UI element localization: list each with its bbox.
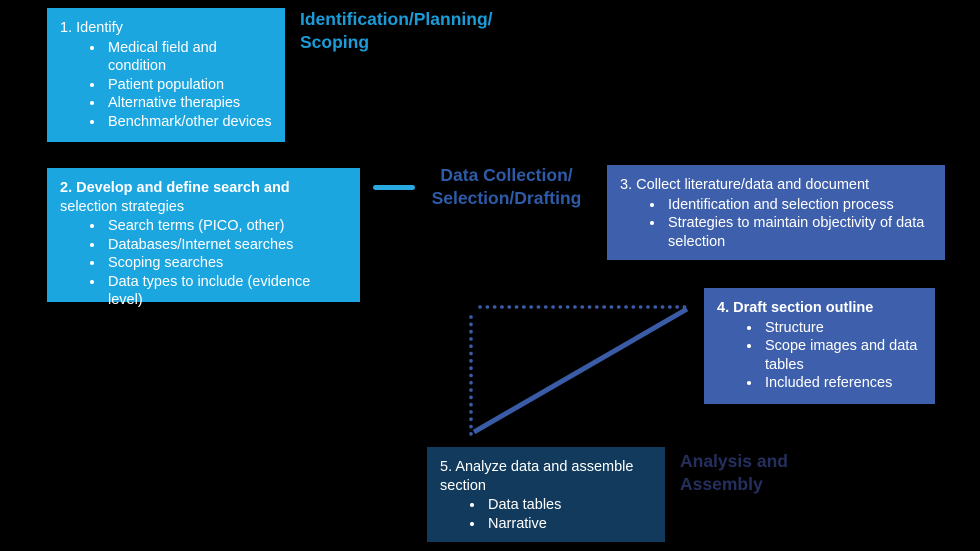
step-title: 3. Collect literature/data and document bbox=[620, 177, 870, 193]
bullet-item: Scoping searches bbox=[105, 254, 347, 273]
step-bullet-list: Identification and selection process Str… bbox=[620, 196, 932, 252]
bullet-item: Data types to include (evidence level) bbox=[105, 273, 347, 310]
bullet-item: Data tables bbox=[485, 496, 652, 515]
bullet-item: Alternative therapies bbox=[105, 94, 272, 113]
step-bullet-list: Structure Scope images and data tables I… bbox=[717, 319, 922, 393]
bullet-item: Scope images and data tables bbox=[762, 337, 922, 374]
step-bullet-list: Search terms (PICO, other) Databases/Int… bbox=[60, 217, 347, 310]
phase-label-analysis-and-assembly: Analysis and Assembly bbox=[680, 451, 788, 494]
connector-dash bbox=[373, 185, 415, 190]
step-title-sub-line: selection strategies bbox=[60, 198, 185, 215]
bullet-item: Included references bbox=[762, 374, 922, 393]
phase-label-data-collection-selection-drafting: Data Collection/ Selection/Drafting bbox=[431, 165, 582, 208]
step-box-identify: 1. Identify Medical field and condition … bbox=[47, 8, 285, 142]
step-title: 4. Draft section outline bbox=[717, 300, 874, 316]
step-box-draft-outline: 4. Draft section outline Structure Scope… bbox=[704, 288, 935, 404]
step-box-develop-search: 2. Develop and define search and selecti… bbox=[47, 168, 360, 308]
step-title: 5. Analyze data and assemble section bbox=[440, 459, 634, 494]
step-bullet-list: Data tables Narrative bbox=[440, 496, 652, 533]
step-title-bold-line: 2. Develop and define search and bbox=[60, 180, 290, 196]
bullet-item: Medical field and condition bbox=[105, 39, 272, 76]
diagonal-connector bbox=[472, 306, 689, 435]
bullet-item: Benchmark/other devices bbox=[105, 113, 272, 132]
bullet-item: Search terms (PICO, other) bbox=[105, 217, 347, 236]
bullet-item: Databases/Internet searches bbox=[105, 236, 347, 255]
step-title: 1. Identify bbox=[60, 20, 123, 36]
step-title: 2. Develop and define search and selecti… bbox=[60, 179, 347, 216]
bullet-item: Structure bbox=[762, 319, 922, 338]
step-box-analyze-assemble: 5. Analyze data and assemble section Dat… bbox=[427, 447, 665, 542]
bullet-item: Identification and selection process bbox=[665, 196, 932, 215]
bullet-item: Patient population bbox=[105, 76, 272, 95]
bullet-item: Strategies to maintain objectivity of da… bbox=[665, 214, 932, 251]
step-box-collect-literature: 3. Collect literature/data and document … bbox=[607, 165, 945, 260]
phase-label-identification-planning-scoping: Identification/Planning/ Scoping bbox=[300, 9, 493, 52]
bullet-item: Narrative bbox=[485, 515, 652, 534]
step-bullet-list: Medical field and condition Patient popu… bbox=[60, 39, 272, 132]
